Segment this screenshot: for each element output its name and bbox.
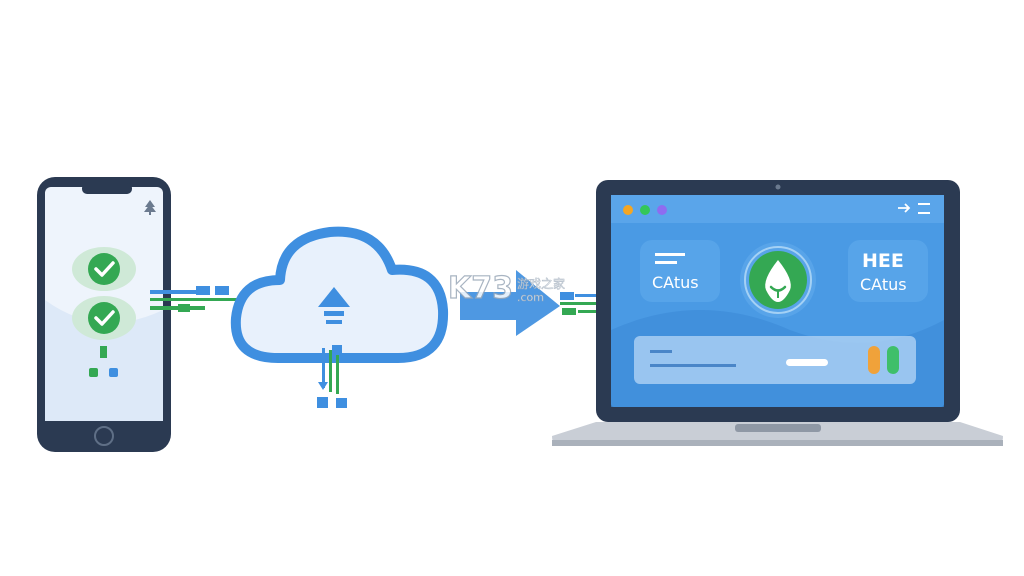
- menu-icon: [898, 203, 930, 214]
- status-bar-green: [887, 346, 899, 374]
- watermark: K73 游戏之家 .com: [447, 270, 565, 306]
- phone: [37, 177, 171, 452]
- watermark-brand: K73: [448, 271, 513, 306]
- right-panel: [848, 240, 928, 302]
- status-panel: [634, 336, 916, 384]
- left-panel: [640, 240, 720, 302]
- right-panel-label: CAtus: [860, 275, 907, 294]
- cloud: [230, 226, 449, 408]
- right-arrow-icon: [460, 270, 560, 336]
- watermark-site: 游戏之家: [517, 276, 565, 291]
- right-panel-title: HEE: [862, 250, 904, 272]
- check-icon: [88, 253, 120, 285]
- phone-notch: [82, 183, 132, 194]
- left-panel-label: CAtus: [652, 273, 699, 292]
- phone-home-button: [94, 426, 114, 446]
- window-dot-orange: [623, 205, 633, 215]
- cloud-down-lines: [317, 345, 347, 408]
- phone-screen-wave: [45, 300, 163, 421]
- window-dot-green: [640, 205, 650, 215]
- check-icon: [88, 302, 120, 334]
- status-bar-orange: [868, 346, 880, 374]
- upload-arrow-icon: [318, 287, 350, 324]
- window-dot-purple: [657, 205, 667, 215]
- laptop: CAtus HEE CAtus: [552, 180, 1003, 446]
- laptop-camera: [775, 184, 781, 190]
- laptop-trackpad-notch: [735, 424, 821, 432]
- tree-icon: [144, 200, 156, 215]
- status-pill: [786, 359, 828, 366]
- watermark-domain: .com: [517, 291, 544, 304]
- phone-node-graph: [89, 346, 118, 377]
